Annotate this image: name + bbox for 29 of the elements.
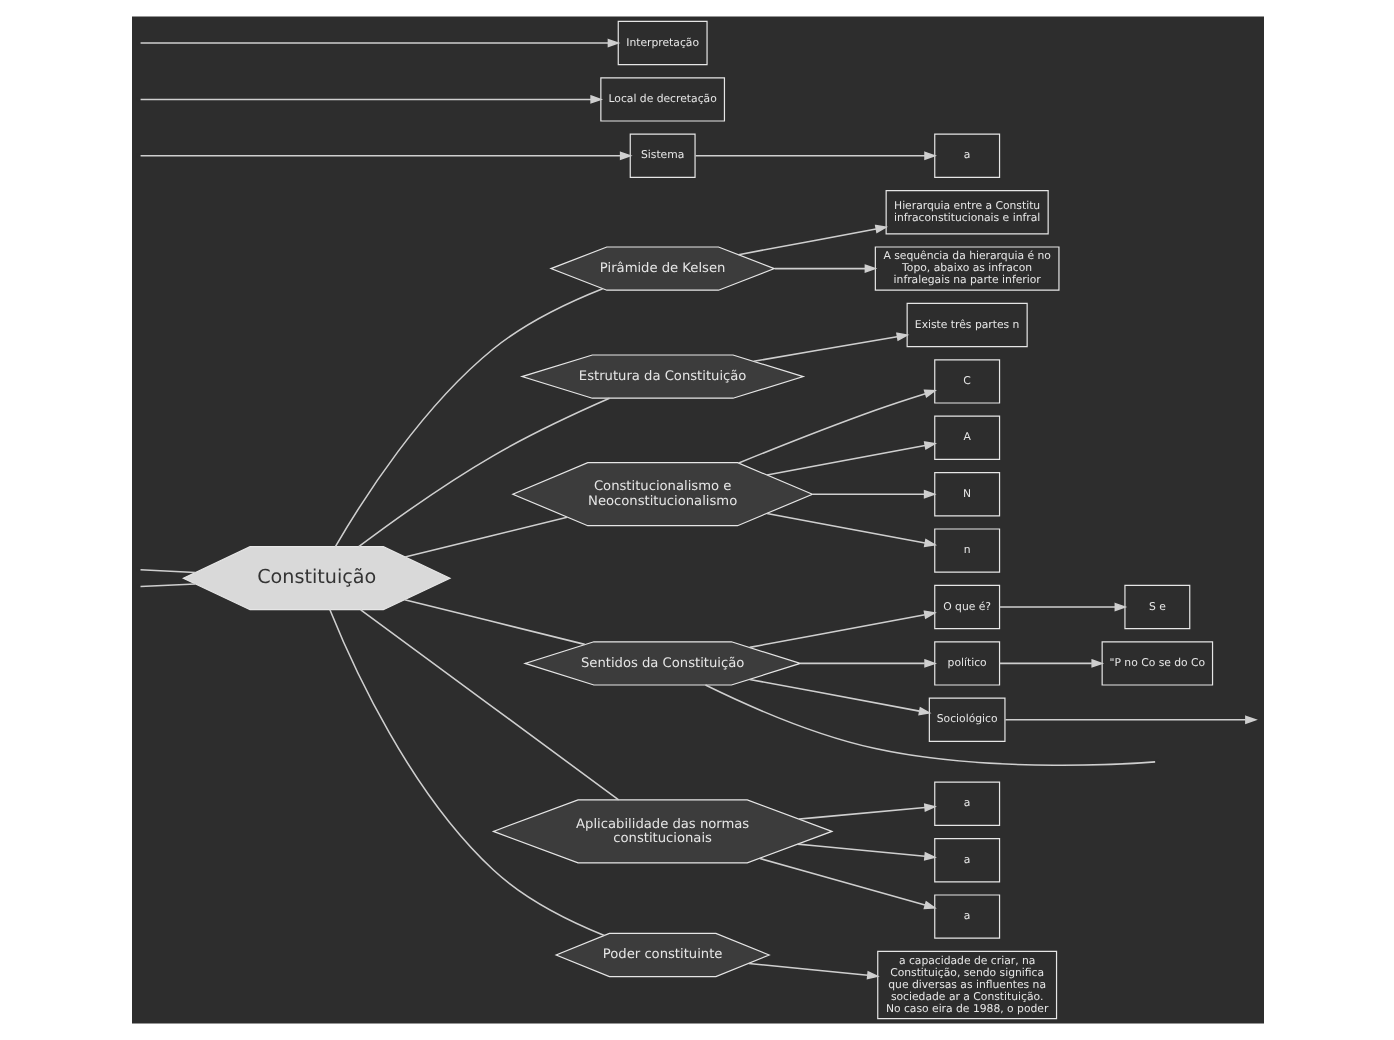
arrow	[765, 441, 937, 476]
arrow	[736, 224, 888, 256]
arrow	[758, 857, 936, 910]
connector	[402, 598, 585, 646]
connector	[356, 397, 610, 548]
arrow	[998, 658, 1104, 668]
arrow	[747, 962, 879, 980]
arrow	[138, 151, 632, 161]
arrow	[747, 610, 936, 649]
arrow	[797, 803, 936, 820]
connector	[333, 287, 603, 548]
connector	[703, 684, 1155, 766]
arrow	[998, 602, 1127, 612]
connector	[138, 569, 196, 574]
arrow	[772, 264, 877, 274]
arrow	[736, 389, 936, 464]
connector	[138, 583, 196, 588]
connector	[358, 609, 619, 801]
arrow	[795, 843, 936, 861]
arrow	[693, 151, 936, 161]
arrow	[765, 512, 937, 548]
arrow	[138, 38, 620, 48]
arrow	[138, 94, 603, 104]
arrow	[810, 489, 936, 499]
connector	[328, 608, 605, 937]
connector	[403, 516, 567, 558]
arrow	[798, 658, 936, 668]
arrow	[747, 678, 931, 716]
arrow	[751, 332, 909, 363]
